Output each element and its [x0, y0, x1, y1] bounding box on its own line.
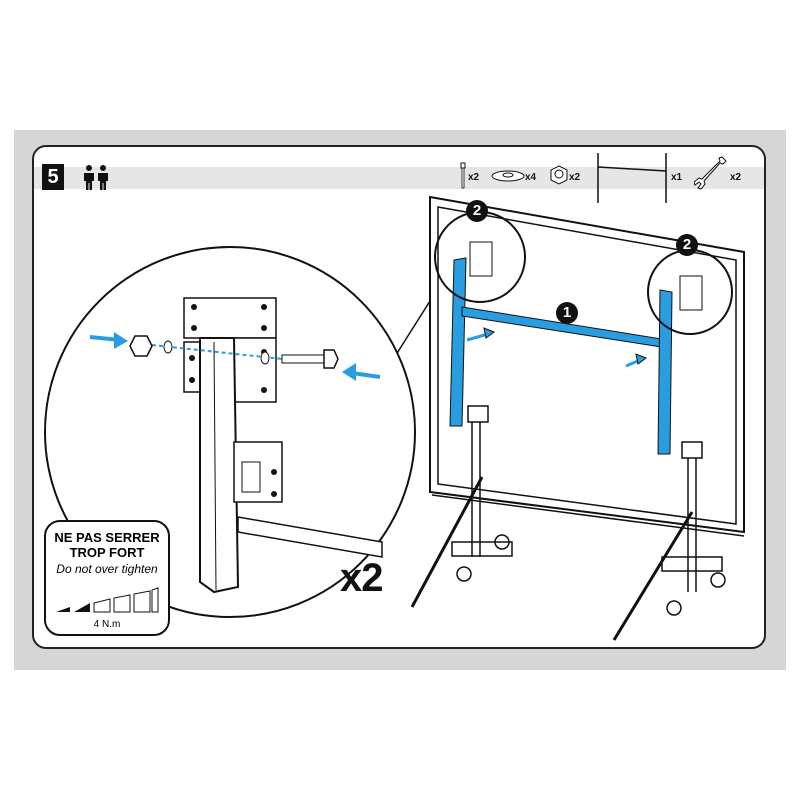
- warning-subtitle: Do not over tighten: [56, 562, 158, 576]
- nut-icon: [550, 165, 568, 185]
- torque-value: 4 N.m: [93, 619, 121, 630]
- two-people-icon: [84, 165, 108, 190]
- washer-icon: [491, 170, 525, 182]
- callout-1: 1: [556, 302, 578, 324]
- callout-2-right: 2: [676, 234, 698, 256]
- frame-qty: x1: [671, 172, 683, 183]
- leg-frame-icon: [597, 153, 667, 203]
- warning-title-line1: NE PAS SERRER: [54, 530, 160, 545]
- nut-qty: x2: [569, 172, 581, 183]
- warning-title-line2: TROP FORT: [69, 545, 145, 560]
- illustration: [44, 195, 745, 641]
- step-number: 5: [42, 164, 64, 190]
- repeat-count: x2: [340, 556, 383, 600]
- torque-scale-icon: [56, 587, 159, 613]
- washer-qty: x4: [525, 172, 537, 183]
- wrench-qty: x2: [730, 172, 742, 183]
- wrench-icon: [694, 156, 727, 190]
- header-strip: [34, 167, 764, 189]
- bolt-icon: [460, 162, 466, 189]
- instruction-panel: 5 x2 x4 x2 x1 x2: [32, 145, 766, 649]
- callout-2-left: 2: [466, 200, 488, 222]
- bolt-qty: x2: [468, 172, 480, 183]
- blue-leg-frame: [449, 257, 673, 455]
